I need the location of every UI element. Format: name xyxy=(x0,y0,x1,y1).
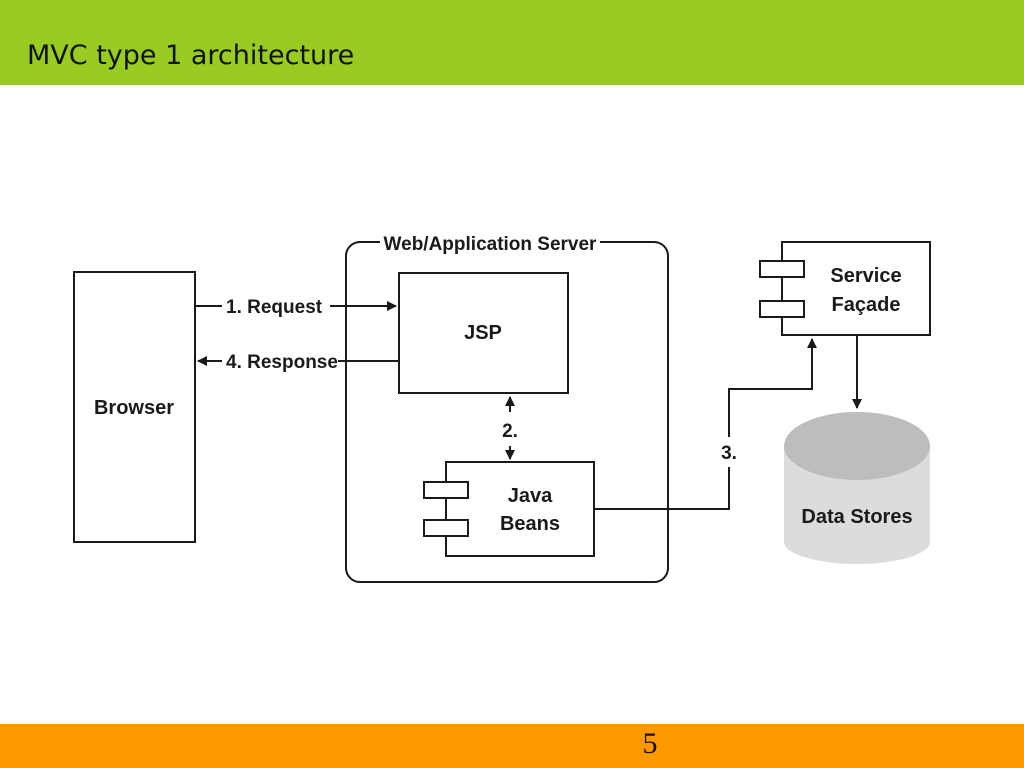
java-beans-box xyxy=(445,461,595,557)
jsp-label: JSP xyxy=(464,322,502,344)
page-number: 5 xyxy=(642,727,658,760)
step3-arrow-upper xyxy=(728,338,817,437)
browser-label: Browser xyxy=(94,397,174,419)
step3-label: 3. xyxy=(721,443,737,464)
jsp-box xyxy=(398,272,569,394)
service-facade-box xyxy=(781,241,931,336)
request-label: 1. Request xyxy=(226,297,323,318)
service-facade-port-bottom xyxy=(759,300,805,318)
service-facade-label-line1: Service xyxy=(830,265,901,287)
data-stores-label: Data Stores xyxy=(801,506,912,528)
header-bar xyxy=(0,0,1024,85)
response-label: 4. Response xyxy=(226,352,338,373)
java-beans-label-line2: Beans xyxy=(500,513,560,535)
server-label-bg xyxy=(380,230,600,254)
slide-title: MVC type 1 architecture xyxy=(27,40,355,71)
service-facade-label-line2: Façade xyxy=(832,294,901,316)
step3-line-lower xyxy=(594,467,730,510)
service-facade-port-top xyxy=(759,260,805,278)
data-stores-top xyxy=(784,412,930,480)
data-stores-body xyxy=(784,446,930,564)
java-beans-label-line1: Java xyxy=(508,485,553,507)
step2-label: 2. xyxy=(502,421,518,442)
java-beans-port-bottom xyxy=(423,519,469,537)
server-label: Web/Application Server xyxy=(384,234,598,255)
browser-box xyxy=(73,271,196,543)
footer-bar xyxy=(0,724,1024,768)
java-beans-port-top xyxy=(423,481,469,499)
